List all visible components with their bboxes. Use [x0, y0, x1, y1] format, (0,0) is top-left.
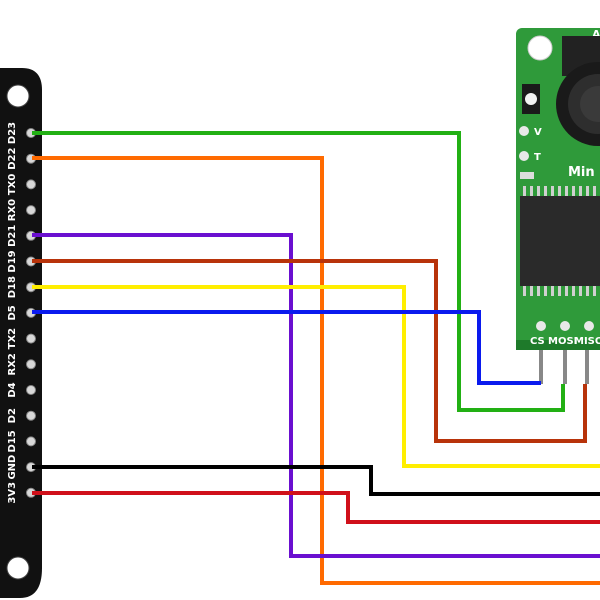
pad-v: [519, 126, 529, 136]
pin-label-tx2: TX2: [7, 328, 18, 350]
pad-miso: [584, 321, 594, 331]
chip-pin: [551, 186, 554, 196]
header-pin-2: [563, 350, 567, 384]
chip-pin: [558, 286, 561, 296]
header-pin-1: [539, 350, 543, 384]
pin-label-rx0: RX0: [7, 199, 18, 221]
chip-pins-bottom: [523, 286, 596, 296]
pin-pad-rx0: [26, 205, 36, 216]
camera-pin-label-cs: CS: [530, 336, 545, 347]
chip-pin: [572, 186, 575, 196]
chip-pin: [586, 286, 589, 296]
header-pin-3: [585, 350, 589, 384]
chip-pin: [558, 186, 561, 196]
chip-pin: [572, 286, 575, 296]
camera-mount-hole: [527, 35, 553, 61]
wire-d5-blue: [32, 310, 541, 385]
chip-pin: [544, 286, 547, 296]
chip-pin: [551, 286, 554, 296]
pin-label-gnd: GND: [7, 455, 18, 480]
pin-label-tx0: TX0: [7, 174, 18, 196]
chip-pin: [530, 286, 533, 296]
pin-pad-d15: [26, 436, 36, 447]
pin-label-d4: D4: [7, 382, 18, 397]
pin-label-3v3: 3V3: [7, 482, 18, 504]
pin-label-d5: D5: [7, 305, 18, 320]
camera-pcb-edge: [516, 340, 600, 350]
chip-pin: [523, 286, 526, 296]
chip-pin: [523, 186, 526, 196]
smd-component: [520, 172, 534, 179]
wire-d18-yellow: [32, 285, 600, 468]
chip-pin: [537, 186, 540, 196]
camera-title-label: Min: [568, 165, 595, 180]
chip-pins-top: [523, 186, 596, 196]
chip-pin: [565, 186, 568, 196]
pin-pad-rx2: [26, 359, 36, 370]
chip-pin: [593, 286, 596, 296]
pin-label-d15: D15: [7, 430, 18, 452]
pin-pad-tx2: [26, 333, 36, 344]
camera-pin-label-mosi: MOSI: [548, 336, 577, 347]
pad-t-label: T: [534, 152, 541, 163]
pad-mosi: [560, 321, 570, 331]
pin-pad-tx0: [26, 179, 36, 190]
pad-v-label: V: [534, 127, 542, 138]
pin-pad-d4: [26, 385, 36, 395]
camera-module: A V T Min CS MOSI MISO: [516, 28, 600, 384]
wire-d22-orange: [32, 156, 600, 585]
pin-pad-d2: [26, 410, 36, 421]
wire-d19-brown: [32, 259, 587, 443]
camera-chip: [520, 196, 600, 286]
pad-t: [519, 151, 529, 161]
chip-pin: [579, 286, 582, 296]
pad-cs: [536, 321, 546, 331]
chip-pin: [537, 286, 540, 296]
wire-gnd-black: [32, 465, 600, 496]
lens-clip-hole: [525, 93, 537, 105]
pin-label-d2: D2: [7, 408, 18, 423]
chip-pin: [565, 286, 568, 296]
chip-pin: [593, 186, 596, 196]
pin-label-d19: D19: [7, 250, 18, 272]
lens-glass: [580, 86, 600, 122]
wire-d21-purple: [32, 233, 600, 558]
camera-pin-label-miso: MISO: [574, 336, 600, 347]
chip-pin: [586, 186, 589, 196]
pin-label-d22: D22: [7, 148, 18, 170]
chip-pin: [530, 186, 533, 196]
pin-label-d21: D21: [7, 225, 18, 247]
pin-label-d23: D23: [7, 122, 18, 144]
board-mount-hole-bottom: [6, 556, 30, 580]
chip-pin: [579, 186, 582, 196]
camera-top-label: A: [592, 28, 600, 41]
pin-label-d18: D18: [7, 276, 18, 298]
wire-3v3-red: [32, 491, 600, 524]
pin-label-rx2: RX2: [7, 353, 18, 375]
wire-d23-green: [32, 131, 565, 412]
chip-pin: [544, 186, 547, 196]
board-mount-hole-top: [6, 84, 30, 108]
wire-group: [32, 131, 600, 585]
